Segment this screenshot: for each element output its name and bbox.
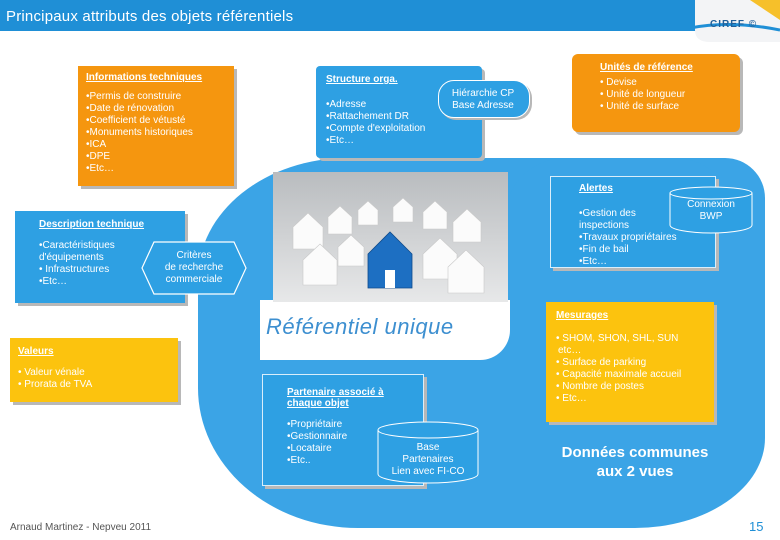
- info-tech-title: Informations techniques: [86, 72, 203, 83]
- valeurs-panel: Valeurs • Valeur vénale • Prorata de TVA: [10, 338, 178, 402]
- common-data-label: Données communes aux 2 vues: [510, 443, 760, 481]
- bwp-database-icon: [668, 185, 754, 235]
- hierarchy-tag-line2: Base Adresse: [452, 100, 514, 111]
- partners-line3: Lien avec FI-CO: [391, 466, 465, 477]
- list-item: • Etc…: [556, 393, 587, 404]
- list-item: •Permis de construire: [86, 91, 182, 102]
- list-item: • Prorata de TVA: [18, 379, 93, 390]
- list-item: •Etc…: [86, 163, 114, 174]
- list-item: •ICA: [86, 139, 107, 150]
- list-item: • Nombre de postes: [556, 381, 644, 392]
- partenaire-title-line2: chaque objet: [287, 398, 349, 409]
- title-bar: [0, 0, 780, 31]
- criteria-line2: de recherche: [164, 262, 224, 273]
- unites-title: Unités de référence: [600, 62, 693, 73]
- hierarchy-tag-line1: Hiérarchie CP: [451, 88, 515, 99]
- criteria-tag: [140, 240, 248, 296]
- page-number: 15: [749, 519, 764, 534]
- list-item: •Rattachement DR: [326, 111, 409, 122]
- list-item: • Valeur vénale: [18, 367, 85, 378]
- list-item: •Propriétaire: [287, 419, 343, 430]
- list-item: •Gestionnaire: [287, 431, 348, 442]
- list-item: inspections: [579, 220, 630, 231]
- list-item: etc…: [558, 345, 582, 356]
- common-data-line1: Données communes: [561, 444, 709, 461]
- list-item: • SHOM, SHON, SHL, SUN: [556, 333, 679, 344]
- partners-line1: Base: [416, 442, 440, 453]
- criteria-line1: Critères: [176, 250, 212, 261]
- mesurages-panel: Mesurages • SHOM, SHON, SHL, SUN etc… • …: [546, 302, 714, 422]
- list-item: •Compte d'exploitation: [326, 123, 426, 134]
- valeurs-title: Valeurs: [18, 346, 54, 357]
- list-item: • Unité de longueur: [600, 89, 686, 100]
- slide-title: Principaux attributs des objets référent…: [6, 8, 294, 25]
- list-item: •Travaux propriétaires: [579, 232, 677, 243]
- list-item: • Capacité maximale accueil: [556, 369, 682, 380]
- list-item: •Fin de bail: [579, 244, 629, 255]
- list-item: •Coefficient de vétusté: [86, 115, 186, 126]
- list-item: • Unité de surface: [600, 101, 680, 112]
- list-item: •DPE: [86, 151, 111, 162]
- list-item: •Date de rénovation: [86, 103, 175, 114]
- list-item: •Monuments historiques: [86, 127, 193, 138]
- list-item: •Locataire: [287, 443, 332, 454]
- referentiel-title: Référentiel unique: [266, 314, 454, 339]
- list-item: •Etc..: [287, 455, 311, 466]
- list-item: •Caractéristiques: [39, 240, 115, 251]
- partenaire-title-line1: Partenaire associé à: [287, 387, 384, 398]
- bwp-line2: BWP: [699, 211, 723, 222]
- common-data-line2: aux 2 vues: [596, 463, 674, 480]
- structure-title: Structure orga.: [326, 74, 398, 85]
- list-item: •Adresse: [326, 99, 367, 110]
- list-item: • Devise: [600, 77, 637, 88]
- list-item: • Surface de parking: [556, 357, 647, 368]
- footer-author: Arnaud Martinez - Nepveu 2011: [10, 522, 152, 533]
- logo-text: CIREF ©: [710, 19, 758, 30]
- center-panel: [260, 300, 510, 360]
- mesurages-title: Mesurages: [556, 310, 609, 321]
- houses-image: [273, 172, 508, 302]
- partners-database-icon: [376, 420, 480, 484]
- list-item: •Gestion des: [579, 208, 636, 219]
- desc-tech-title: Description technique: [39, 219, 145, 230]
- partners-line2: Partenaires: [402, 454, 454, 465]
- hierarchy-tag: [438, 80, 530, 118]
- criteria-line3: commerciale: [165, 274, 223, 285]
- list-item: d'équipements: [39, 252, 104, 263]
- info-tech-panel: Informations techniques •Permis de const…: [78, 66, 234, 186]
- list-item: • Infrastructures: [39, 264, 110, 275]
- unites-panel: Unités de référence • Devise • Unité de …: [572, 54, 740, 132]
- list-item: •Etc…: [326, 135, 354, 146]
- bwp-line1: Connexion: [687, 199, 735, 210]
- list-item: •Etc…: [579, 256, 607, 267]
- list-item: •Etc…: [39, 276, 67, 287]
- alertes-title: Alertes: [579, 183, 613, 194]
